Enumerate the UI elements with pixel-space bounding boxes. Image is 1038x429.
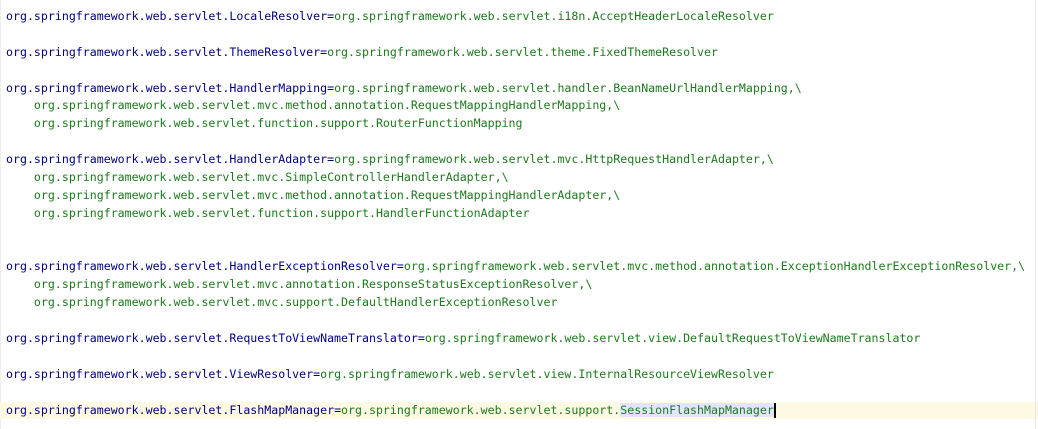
code-editor[interactable]: org.springframework.web.servlet.LocaleRe… <box>0 8 1038 420</box>
property-key: org.springframework.web.servlet.RequestT… <box>6 331 418 346</box>
code-line[interactable] <box>0 348 1038 366</box>
code-line[interactable]: org.springframework.web.servlet.function… <box>0 115 1038 133</box>
code-line[interactable] <box>0 223 1038 241</box>
code-line[interactable] <box>0 312 1038 330</box>
equals-sign: = <box>327 9 335 23</box>
property-value: org.springframework.web.servlet.handler.… <box>334 80 802 95</box>
property-value: org.springframework.web.servlet.view.Def… <box>424 331 921 346</box>
property-value-continuation: org.springframework.web.servlet.mvc.Simp… <box>6 170 509 185</box>
property-key: org.springframework.web.servlet.ThemeRes… <box>6 44 321 59</box>
code-line[interactable]: org.springframework.web.servlet.LocaleRe… <box>0 8 1038 26</box>
property-value: org.springframework.web.servlet.support. <box>341 402 621 417</box>
property-key: org.springframework.web.servlet.HandlerA… <box>6 152 328 167</box>
code-line[interactable]: org.springframework.web.servlet.mvc.Simp… <box>0 169 1038 187</box>
property-value: org.springframework.web.servlet.mvc.Http… <box>334 152 774 167</box>
code-line[interactable]: org.springframework.web.servlet.mvc.meth… <box>0 97 1038 115</box>
code-line[interactable] <box>0 384 1038 402</box>
equals-sign: = <box>327 80 335 95</box>
property-key: org.springframework.web.servlet.LocaleRe… <box>6 9 328 23</box>
property-value-continuation: org.springframework.web.servlet.mvc.supp… <box>6 295 558 310</box>
property-value: org.springframework.web.servlet.theme.Fi… <box>327 44 718 59</box>
equals-sign: = <box>327 152 335 167</box>
selected-text: SessionFlashMapManager <box>620 402 774 417</box>
property-value-continuation: org.springframework.web.servlet.mvc.meth… <box>6 98 621 113</box>
code-line[interactable]: org.springframework.web.servlet.HandlerA… <box>0 151 1038 169</box>
code-line[interactable] <box>0 62 1038 80</box>
code-line[interactable]: org.springframework.web.servlet.RequestT… <box>0 330 1038 348</box>
property-value-continuation: org.springframework.web.servlet.mvc.anno… <box>6 277 593 292</box>
equals-sign: = <box>417 331 425 346</box>
property-key: org.springframework.web.servlet.ViewReso… <box>6 366 314 381</box>
code-line[interactable]: org.springframework.web.servlet.HandlerM… <box>0 80 1038 98</box>
equals-sign: = <box>334 402 342 417</box>
code-line[interactable]: org.springframework.web.servlet.HandlerE… <box>0 258 1038 276</box>
code-line[interactable] <box>0 133 1038 151</box>
equals-sign: = <box>396 259 404 274</box>
code-line[interactable]: org.springframework.web.servlet.function… <box>0 205 1038 223</box>
property-value: org.springframework.web.servlet.i18n.Acc… <box>334 9 774 23</box>
code-line[interactable] <box>0 241 1038 259</box>
code-line[interactable] <box>0 26 1038 44</box>
property-key: org.springframework.web.servlet.HandlerM… <box>6 80 328 95</box>
property-key: org.springframework.web.servlet.HandlerE… <box>6 259 397 274</box>
property-value: org.springframework.web.servlet.mvc.meth… <box>403 259 1026 274</box>
code-line[interactable]: org.springframework.web.servlet.ThemeRes… <box>0 44 1038 62</box>
gutter-edge <box>0 0 1 429</box>
code-line[interactable]: org.springframework.web.servlet.mvc.anno… <box>0 276 1038 294</box>
property-value-continuation: org.springframework.web.servlet.function… <box>6 116 523 131</box>
right-margin-guide <box>1035 0 1036 429</box>
property-value-continuation: org.springframework.web.servlet.mvc.meth… <box>6 187 621 202</box>
property-value: org.springframework.web.servlet.view.Int… <box>320 366 774 381</box>
property-value-continuation: org.springframework.web.servlet.function… <box>6 205 530 220</box>
equals-sign: = <box>320 44 328 59</box>
property-key: org.springframework.web.servlet.FlashMap… <box>6 402 335 417</box>
equals-sign: = <box>313 366 321 381</box>
code-line[interactable]: org.springframework.web.servlet.ViewReso… <box>0 366 1038 384</box>
current-line[interactable]: org.springframework.web.servlet.FlashMap… <box>0 401 1038 420</box>
text-caret <box>773 402 776 418</box>
code-line[interactable]: org.springframework.web.servlet.mvc.meth… <box>0 187 1038 205</box>
code-line[interactable]: org.springframework.web.servlet.mvc.supp… <box>0 294 1038 312</box>
